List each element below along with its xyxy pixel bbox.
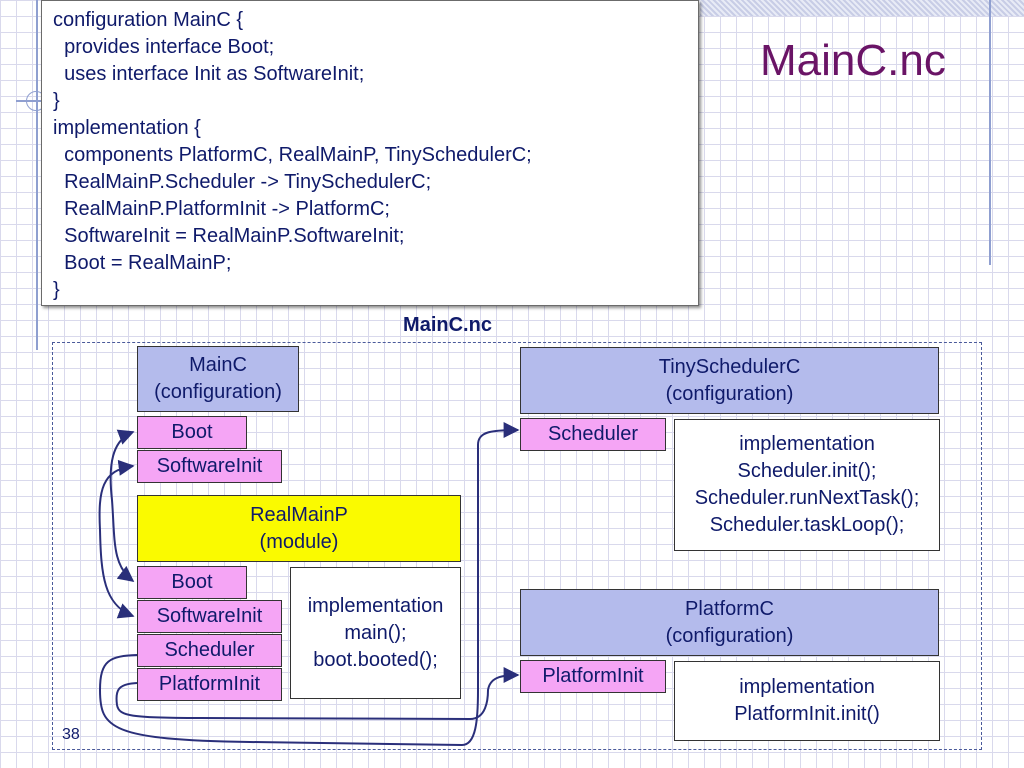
realmainp-name: RealMainP (250, 503, 348, 526)
platformc-implementation-box: implementation PlatformInit.init() (674, 661, 940, 741)
code-line: } (53, 90, 60, 112)
impl-line: boot.booted(); (313, 648, 438, 671)
code-line: RealMainP.Scheduler -> TinySchedulerC; (53, 171, 432, 193)
code-line: configuration MainC { (53, 9, 244, 31)
impl-line: main(); (344, 621, 407, 644)
diagram-title: MainC.nc (403, 314, 492, 336)
slide-title: MainC.nc (760, 36, 946, 85)
realmainp-implementation-box: implementation main(); boot.booted(); (290, 567, 461, 699)
tinyschedulerc-config-box: TinySchedulerC (configuration) (520, 347, 939, 414)
tinyschedulerc-kind: (configuration) (665, 382, 794, 405)
tinyschedulerc-scheduler-interface: Scheduler (520, 418, 666, 451)
mainc-softwareinit-interface: SoftwareInit (137, 450, 282, 483)
code-line: provides interface Boot; (53, 36, 275, 58)
realmainp-scheduler-interface: Scheduler (137, 634, 282, 667)
impl-line: Scheduler.init(); (737, 460, 877, 482)
tinyschedulerc-name: TinySchedulerC (658, 355, 801, 378)
mainc-name: MainC (189, 354, 247, 376)
realmainp-platforminit-interface: PlatformInit (137, 668, 282, 701)
code-line: SoftwareInit = RealMainP.SoftwareInit; (53, 225, 405, 247)
mainc-config-box: MainC (configuration) (137, 346, 299, 412)
impl-line: implementation (739, 676, 875, 698)
tinyschedulerc-implementation-box: implementation Scheduler.init(); Schedul… (674, 419, 940, 551)
impl-line: PlatformInit.init() (734, 703, 880, 725)
decorative-line (989, 0, 991, 265)
realmainp-boot-interface: Boot (137, 566, 247, 599)
diagram-frame (52, 342, 982, 750)
platformc-kind: (configuration) (665, 624, 794, 647)
mainc-kind: (configuration) (154, 381, 282, 403)
scheduler-wire (98, 422, 520, 747)
impl-line: Scheduler.taskLoop(); (709, 514, 905, 536)
realmainp-softwareinit-interface: SoftwareInit (137, 600, 282, 633)
code-line: components PlatformC, RealMainP, TinySch… (53, 144, 532, 166)
impl-line: Scheduler.runNextTask(); (694, 487, 920, 509)
realmainp-module-box: RealMainP (module) (137, 495, 461, 562)
code-listing: configuration MainC { provides interface… (41, 0, 699, 306)
realmainp-kind: (module) (259, 530, 339, 553)
page-number: 38 (62, 726, 80, 743)
platformc-platforminit-interface: PlatformInit (520, 660, 666, 693)
decorative-line (36, 0, 38, 350)
platformc-config-box: PlatformC (configuration) (520, 589, 939, 656)
code-line: Boot = RealMainP; (53, 252, 232, 274)
mainc-boot-interface: Boot (137, 416, 247, 449)
decorative-band (700, 0, 1024, 16)
impl-line: implementation (739, 433, 875, 455)
code-line: RealMainP.PlatformInit -> PlatformC; (53, 198, 390, 220)
code-line: } (53, 279, 60, 301)
softwareinit-wire (98, 459, 135, 619)
impl-line: implementation (307, 594, 444, 617)
platforminit-wire (115, 667, 520, 721)
platformc-name: PlatformC (685, 597, 774, 620)
code-line: uses interface Init as SoftwareInit; (53, 63, 365, 85)
code-line: implementation { (53, 117, 201, 139)
boot-wire (109, 429, 135, 582)
